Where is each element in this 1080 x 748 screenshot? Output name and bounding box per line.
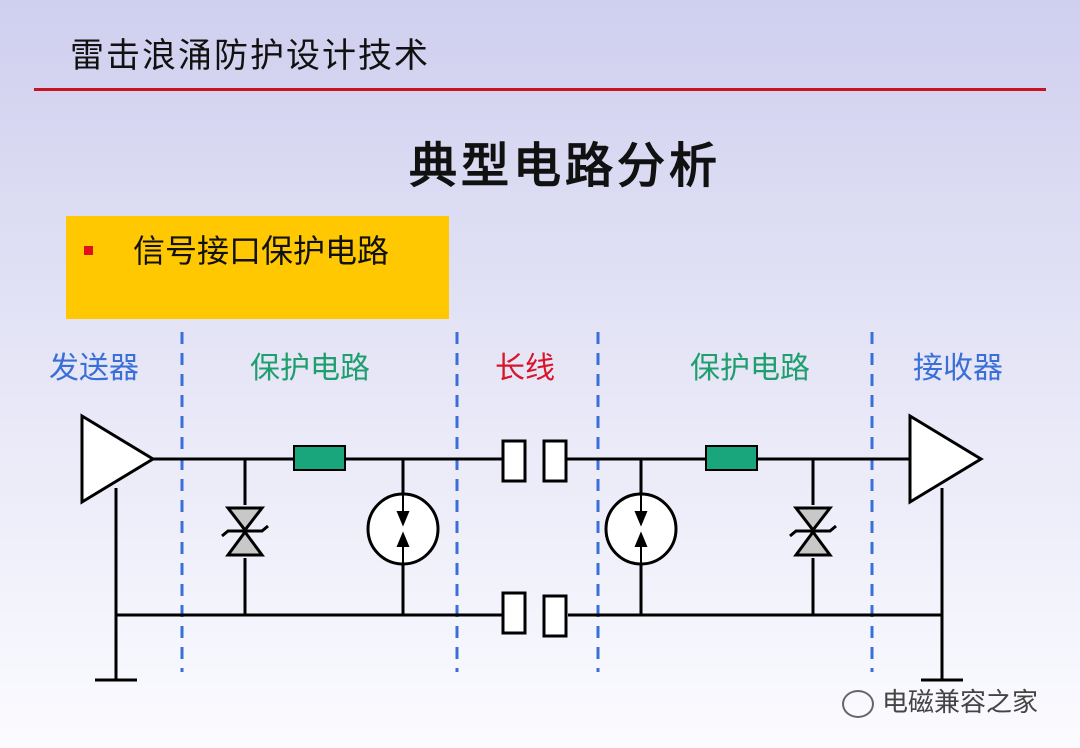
- coupler-bottom-left: [501, 591, 527, 635]
- watermark-text: 电磁兼容之家: [882, 688, 1039, 718]
- resistor-left: [293, 445, 346, 471]
- receiver-symbol: [908, 413, 984, 505]
- coupler-top-left: [501, 439, 527, 483]
- label-long-line: 长线: [495, 351, 555, 386]
- label-transmitter: 发送器: [49, 351, 139, 386]
- header-title: 雷击浪涌防护设计技术: [70, 36, 430, 76]
- tvs-diode-right: [789, 506, 837, 557]
- label-protection-right: 保护电路: [690, 351, 810, 386]
- resistor-right: [705, 445, 758, 471]
- transmitter-symbol: [80, 413, 156, 505]
- label-receiver: 接收器: [913, 351, 1003, 386]
- watermark: 电磁兼容之家: [842, 682, 1038, 719]
- page-title: 典型电路分析: [408, 138, 721, 194]
- wechat-icon: [842, 689, 874, 718]
- header-divider: [34, 88, 1046, 91]
- gdt-arrows-left: [396, 494, 410, 564]
- bullet-box: 信号接口保护电路: [66, 216, 449, 319]
- tvs-diode-left: [221, 506, 269, 557]
- coupler-top-right: [542, 439, 568, 483]
- bullet-text: 信号接口保护电路: [133, 232, 390, 270]
- coupler-bottom-right: [542, 594, 568, 638]
- gdt-arrows-right: [634, 494, 648, 564]
- bullet-icon: [84, 246, 93, 255]
- label-protection-left: 保护电路: [250, 351, 370, 386]
